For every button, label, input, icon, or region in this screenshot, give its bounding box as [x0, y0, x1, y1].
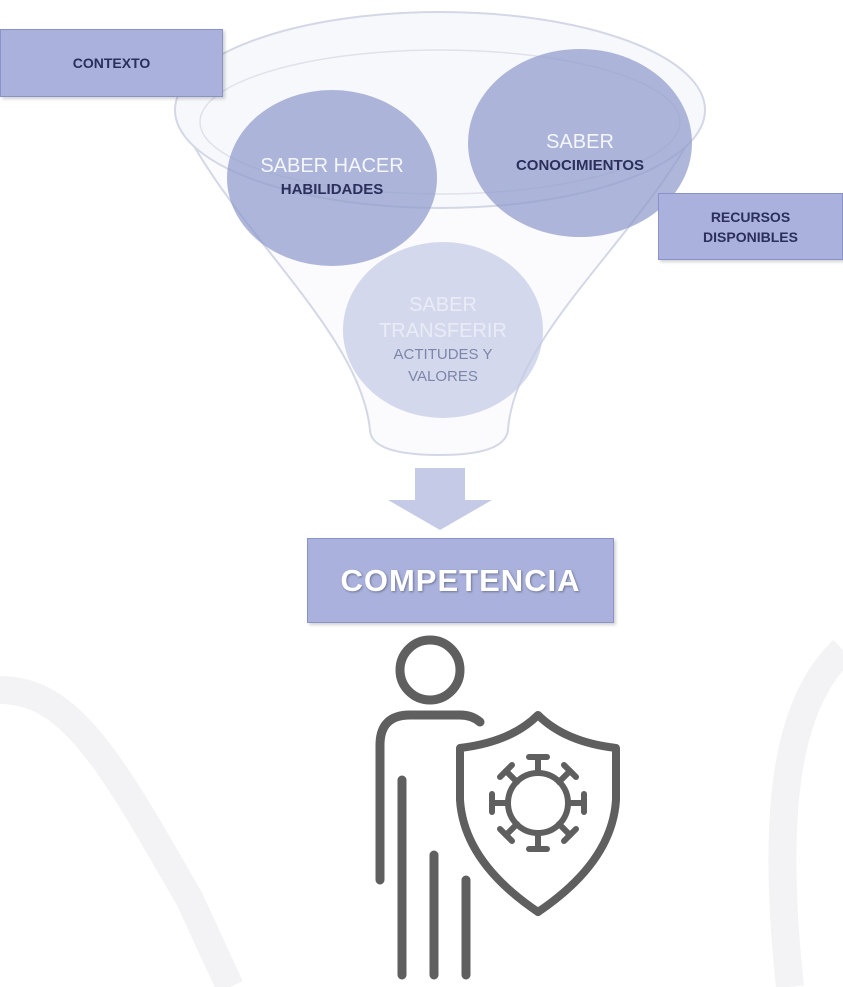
person-head — [395, 635, 465, 705]
saber-transferir-title-line1: SABER — [409, 294, 477, 316]
saber-title: SABER — [546, 130, 614, 153]
competence-box: COMPETENCIA — [307, 538, 614, 623]
virus-icon — [489, 754, 587, 852]
shield-outline — [456, 711, 620, 916]
saber-text: SABER CONOCIMIENTOS — [470, 95, 690, 210]
saber-subtitle: CONOCIMIENTOS — [515, 156, 645, 174]
resources-label-line1: RECURSOS — [710, 208, 791, 225]
saber-transferir-subtitle-line2: VALORES — [408, 368, 478, 385]
saber-transferir-text: SABER TRANSFERIR ACTITUDES Y VALORES — [343, 270, 543, 410]
resources-label-line2: DISPONIBLES — [703, 228, 798, 245]
person-left-arm — [375, 710, 485, 885]
saber-transferir-title-line2: TRANSFERIR — [379, 320, 507, 342]
person-with-shield-icon — [375, 635, 620, 980]
context-label-box: CONTEXTO — [0, 29, 223, 97]
saber-hacer-circle — [227, 90, 437, 266]
competence-label: COMPETENCIA — [340, 562, 581, 598]
saber-hacer-title: SABER HACER — [260, 155, 404, 177]
watermark-stroke-right — [768, 639, 843, 987]
watermark-stroke-left — [0, 676, 243, 987]
context-label: CONTEXTO — [72, 55, 151, 71]
saber-transferir-circle — [343, 242, 543, 418]
saber-transferir-subtitle-line1: ACTITUDES Y — [393, 346, 493, 363]
arrow-down-icon — [388, 468, 492, 530]
resources-label-box: RECURSOS DISPONIBLES — [658, 193, 843, 260]
saber-hacer-subtitle: HABILIDADES — [280, 181, 384, 198]
saber-hacer-text: SABER HACER HABILIDADES — [232, 122, 432, 232]
saber-circle — [468, 49, 692, 237]
